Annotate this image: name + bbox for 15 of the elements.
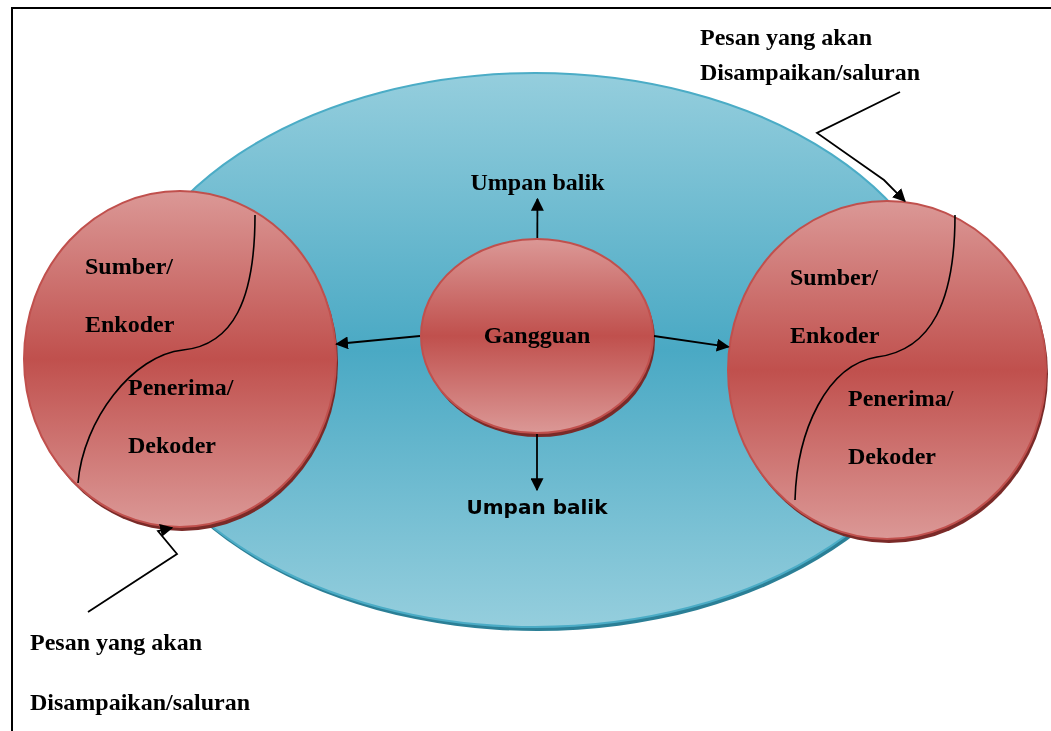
node-label: Penerima/ Dekoder: [848, 384, 955, 471]
node-label: Gangguan: [482, 321, 592, 350]
node-label: Sumber/ Enkoder: [85, 252, 176, 339]
node-label: Sumber/ Enkoder: [790, 263, 881, 350]
text-label: Pesan yang akan Disampaikan/saluran: [30, 628, 252, 717]
arrow: [530, 197, 544, 239]
text-label: Pesan yang akan Disampaikan/saluran: [700, 23, 922, 87]
leader-arrow: [87, 524, 179, 613]
arrow: [335, 335, 421, 350]
arrow: [530, 433, 544, 492]
text-label: Umpan balik: [465, 494, 609, 521]
arrow: [653, 335, 730, 352]
leader-arrow: [815, 91, 906, 202]
node-label: Penerima/ Dekoder: [128, 373, 235, 460]
text-label: Umpan balik: [469, 168, 606, 197]
